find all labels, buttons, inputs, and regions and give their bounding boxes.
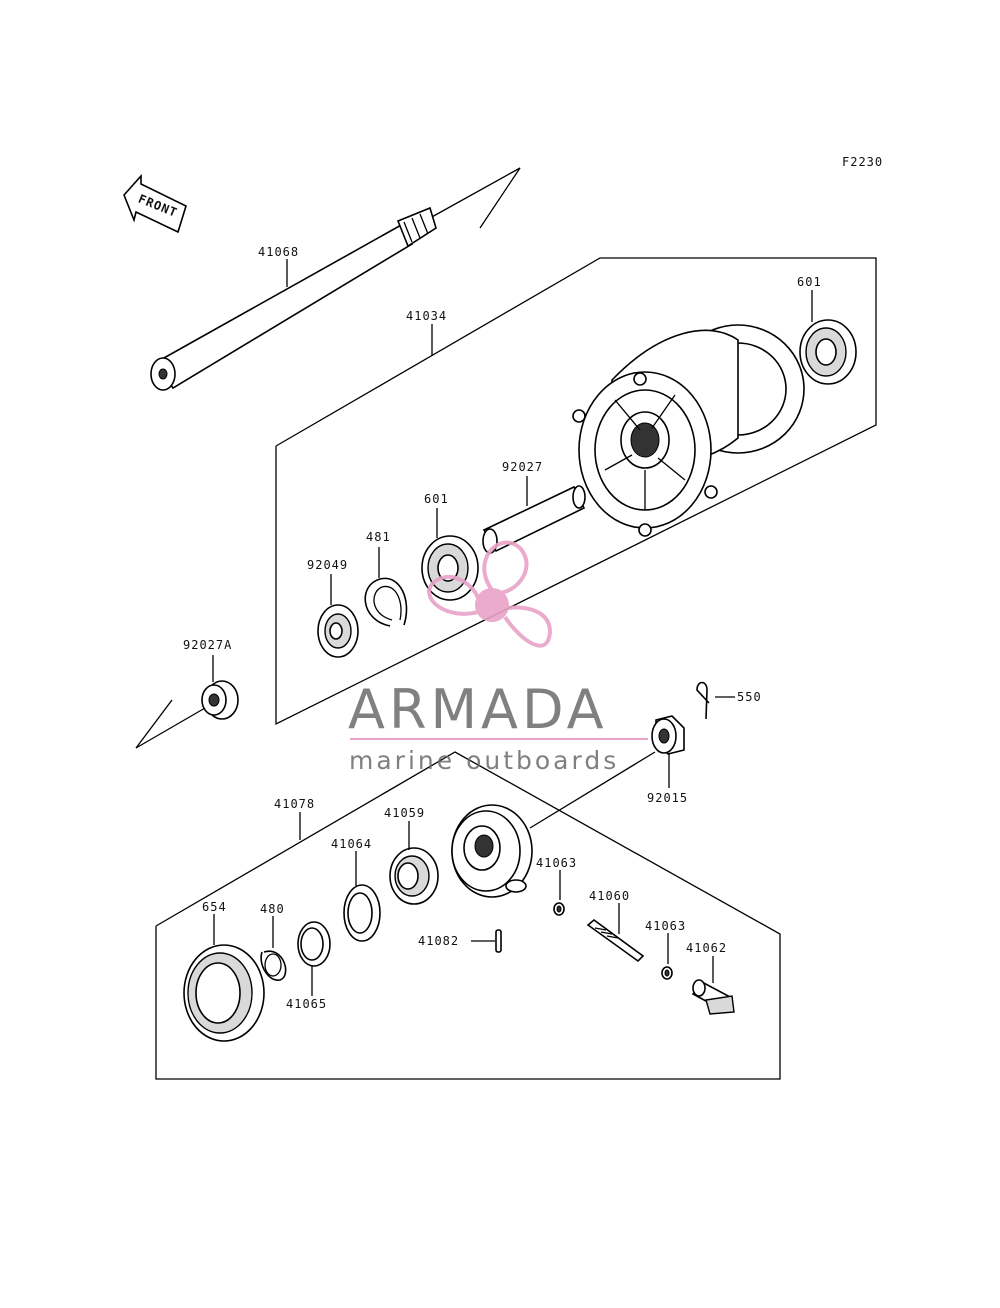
bearing-601-right: [799, 290, 857, 385]
circlip-481: [364, 547, 408, 627]
pin-41082: [471, 929, 502, 953]
hub-41034: [572, 324, 805, 537]
seal-654: [183, 914, 265, 1042]
collar-92027a: [135, 655, 239, 749]
label-plate: 41064: [331, 837, 372, 851]
oil-seal-92049: [317, 574, 359, 658]
watermark-tagline: marine outboards: [349, 746, 619, 775]
bushing-41062: [691, 956, 735, 1015]
pinion-41060: [586, 903, 645, 963]
label-bushing: 41062: [686, 941, 727, 955]
label-pinion: 41060: [589, 889, 630, 903]
label-collar-a: 92027A: [183, 638, 232, 652]
label-circlip: 481: [366, 530, 391, 544]
axle-41068: [150, 167, 521, 391]
label-collar: 92027: [502, 460, 543, 474]
watermark-brand: ARMADA: [348, 678, 608, 741]
label-snap-ring: 480: [260, 902, 285, 916]
label-pin: 41082: [418, 934, 459, 948]
spacer-41065: [297, 921, 331, 996]
label-hub: 41034: [406, 309, 447, 323]
label-bearing-left: 601: [424, 492, 449, 506]
label-spacer: 41065: [286, 997, 327, 1011]
plate-41064: [343, 851, 381, 942]
label-axle-nut: 92015: [647, 791, 688, 805]
label-seal: 654: [202, 900, 227, 914]
figure-code: F2230: [842, 155, 883, 169]
meter-gear-housing: [451, 751, 656, 898]
gear-41059: [389, 821, 439, 905]
washer-41063-a: [553, 870, 565, 916]
label-washer-a: 41063: [536, 856, 577, 870]
propeller-logo-icon: [427, 540, 553, 648]
label-bearing-right: 601: [797, 275, 822, 289]
label-meter-gear-assy: 41078: [274, 797, 315, 811]
front-arrow-icon: FRONT: [123, 173, 187, 234]
label-oil-seal: 92049: [307, 558, 348, 572]
hub-group-frame: [275, 257, 877, 726]
watermark: ARMADA marine outboards: [348, 540, 648, 775]
label-axle: 41068: [258, 245, 299, 259]
axle-nut-92015: [651, 715, 685, 788]
washer-41063-b: [661, 933, 673, 980]
cotter-pin-550: [696, 681, 735, 720]
meter-gear-frame: [155, 751, 781, 1080]
label-gear: 41059: [384, 806, 425, 820]
label-washer-b: 41063: [645, 919, 686, 933]
collar-92027: [482, 476, 586, 554]
label-cotter-pin: 550: [737, 690, 762, 704]
snap-ring-480: [260, 916, 287, 981]
